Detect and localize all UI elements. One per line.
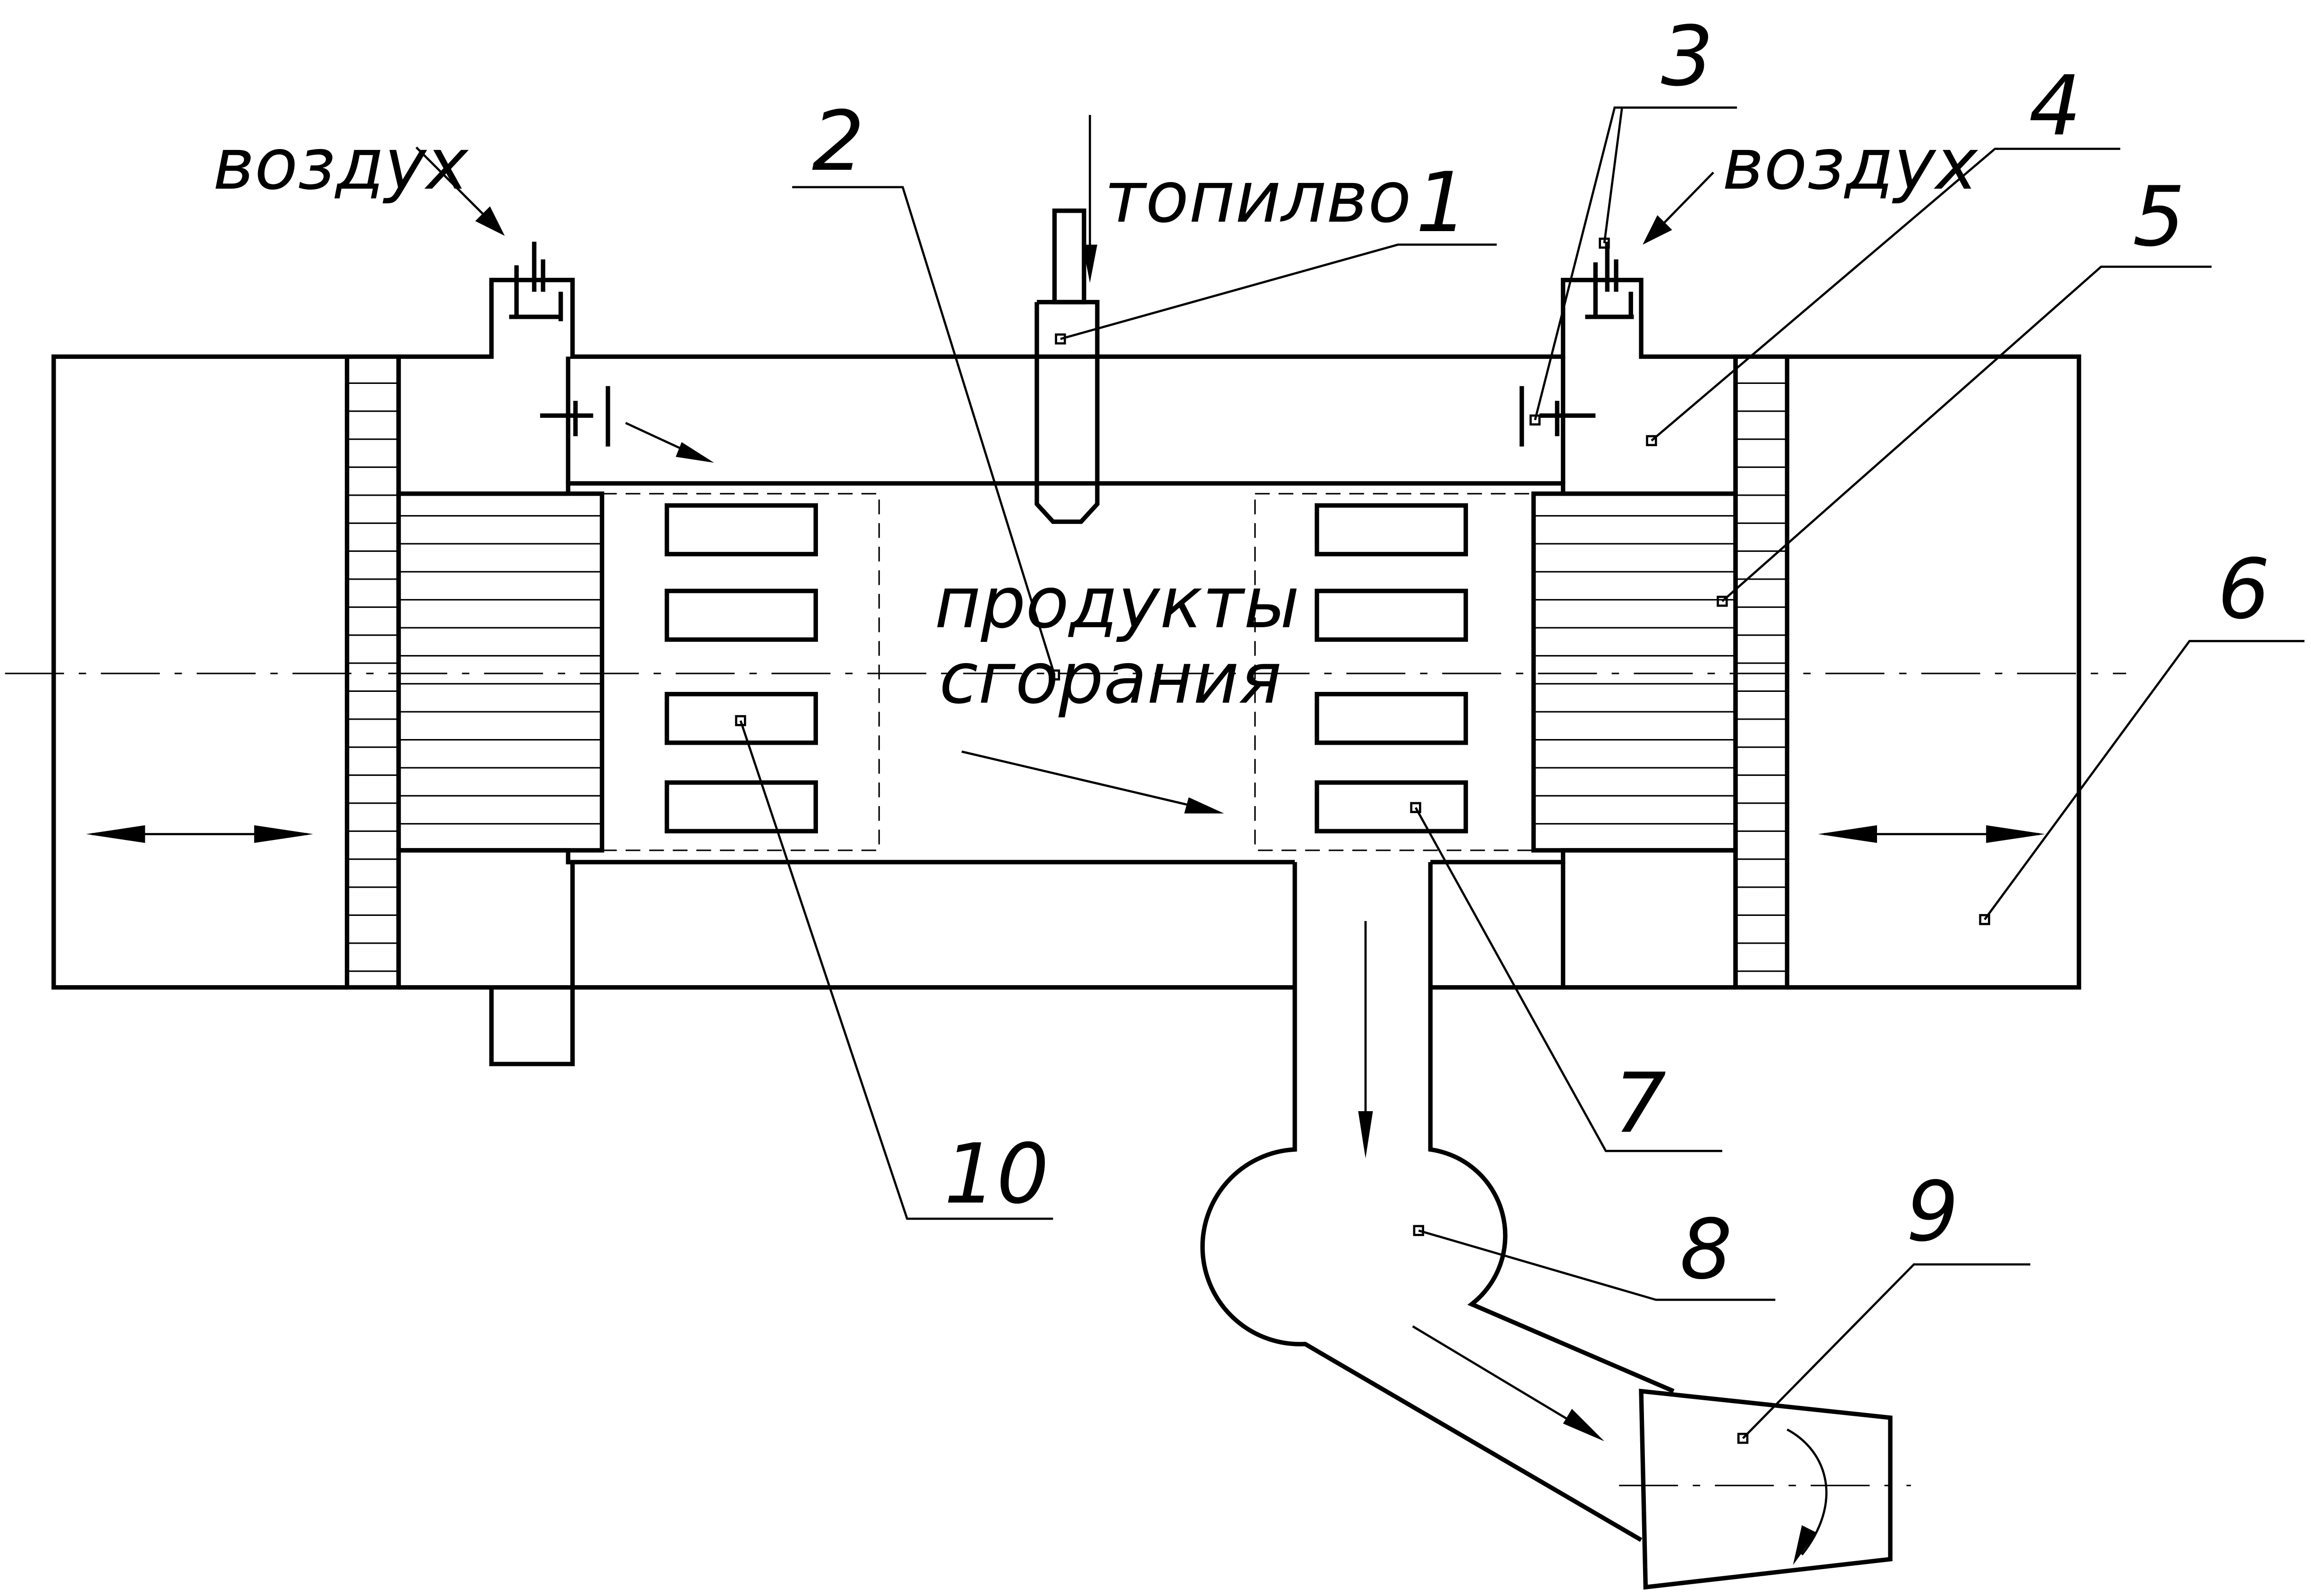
left-cylinder <box>51 354 347 990</box>
air-valve-right <box>1519 241 1634 447</box>
left-piston <box>344 354 604 990</box>
inlet-ports <box>664 503 818 833</box>
callout-3: 3 <box>1661 9 1713 105</box>
callout-4: 4 <box>2029 58 2081 154</box>
air-label-right: воздух <box>1722 124 1978 206</box>
products-label-line2: сгорания <box>939 638 1282 720</box>
leader-dots <box>735 237 1990 1444</box>
callout-1: 1 <box>1416 155 1468 251</box>
combustion-housing <box>396 277 1738 1066</box>
callout-5: 5 <box>2133 169 2185 265</box>
callout-6: 6 <box>2218 542 2270 638</box>
callout-10: 10 <box>944 1127 1049 1222</box>
turbine <box>1639 1388 1893 1590</box>
fuel-injector <box>1035 208 1100 524</box>
callout-9: 9 <box>1906 1164 1959 1260</box>
leader-lines <box>739 106 2305 1439</box>
fuel-label: топилво <box>1104 157 1411 239</box>
air-valve-left <box>509 241 610 447</box>
products-label-line1: продукты <box>934 562 1300 644</box>
callout-2: 2 <box>812 94 864 190</box>
callout-7: 7 <box>1614 1056 1666 1152</box>
arrowheads <box>86 206 2045 1565</box>
exhaust-ports <box>1314 503 1468 833</box>
right-cylinder <box>1787 354 2081 990</box>
exhaust-duct <box>1200 862 1675 1542</box>
port-zones <box>601 493 1535 851</box>
callout-8: 8 <box>1680 1202 1732 1298</box>
air-label-left: воздух <box>213 124 468 206</box>
